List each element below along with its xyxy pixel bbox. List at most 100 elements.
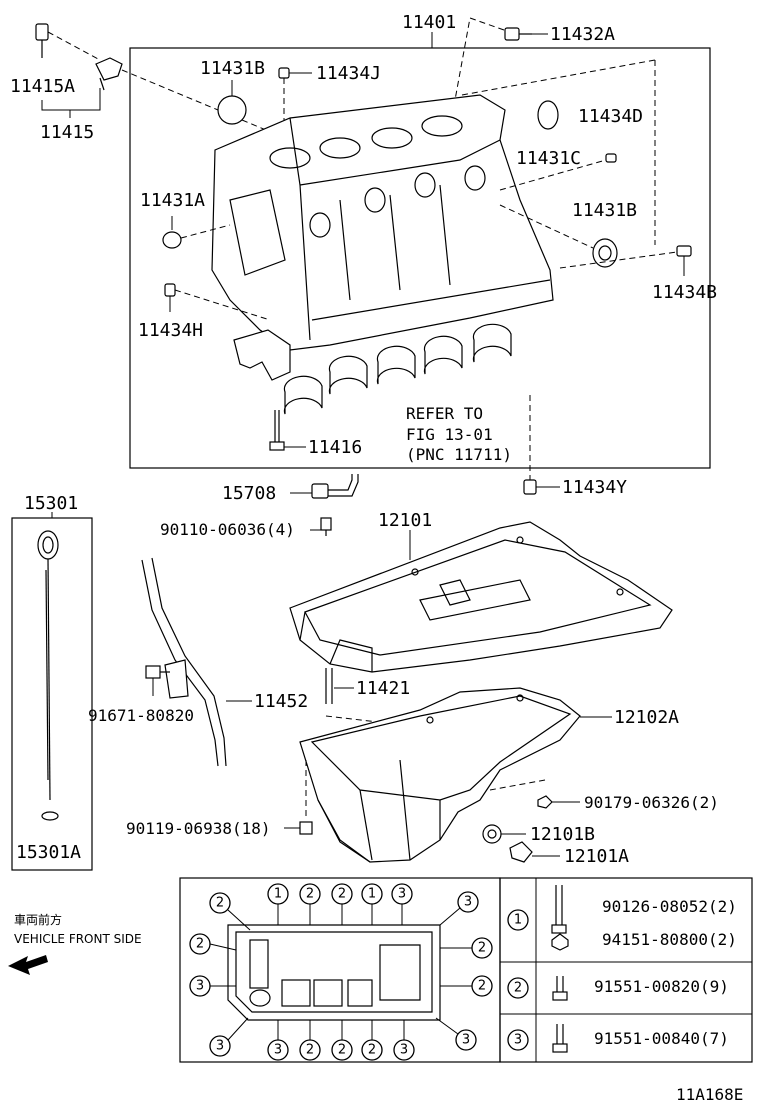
bolt-11416	[269, 410, 285, 451]
label-91671: 91671-80820	[88, 706, 194, 725]
svg-text:2: 2	[216, 896, 224, 911]
label-11431A: 11431A	[140, 190, 205, 211]
bolt-legend-table	[499, 877, 753, 1063]
svg-text:2: 2	[306, 887, 314, 902]
pin-11434H	[164, 283, 176, 297]
svg-text:2: 2	[514, 981, 522, 996]
svg-text:2: 2	[338, 1043, 346, 1058]
label-11431B-right: 11431B	[572, 200, 637, 221]
label-11434D: 11434D	[578, 106, 643, 127]
legend-key-1	[507, 909, 529, 931]
svg-text:3: 3	[196, 979, 204, 994]
gasket-12101B	[482, 824, 502, 844]
svg-text:3: 3	[216, 1039, 224, 1054]
refer-line-3: (PNC 11711)	[406, 445, 512, 464]
pin-11434B	[676, 245, 692, 257]
refer-line-2: FIG 13-01	[406, 425, 493, 444]
legend-bolt-medium-icon	[552, 1024, 568, 1053]
legend-key-2	[507, 977, 529, 999]
o-ring-15301A	[41, 811, 59, 821]
label-11434H: 11434H	[138, 320, 203, 341]
stud-11421	[325, 668, 333, 704]
svg-text:1: 1	[274, 887, 282, 902]
legend-bolt-long-icon	[551, 885, 567, 934]
legend-part-94151: 94151-80800(2)	[602, 930, 737, 949]
drain-plug-12101A	[509, 841, 533, 863]
label-12101B: 12101B	[530, 824, 595, 845]
refer-line-1: REFER TO	[406, 404, 483, 423]
oil-pan-upper-12101	[289, 521, 673, 673]
label-12101: 12101	[378, 510, 432, 531]
svg-text:2: 2	[306, 1043, 314, 1058]
label-11434J: 11434J	[316, 63, 381, 84]
label-90110: 90110-06036(4)	[160, 520, 295, 539]
plug-11431C	[537, 100, 559, 130]
pin-11434J	[278, 67, 290, 79]
label-11452: 11452	[254, 691, 308, 712]
vehicle-front-en: VEHICLE FRONT SIDE	[14, 932, 142, 946]
label-15708: 15708	[222, 483, 276, 504]
svg-text:3: 3	[274, 1043, 282, 1058]
label-90179: 90179-06326(2)	[584, 793, 719, 812]
bearing-cap	[233, 329, 291, 381]
svg-text:3: 3	[400, 1043, 408, 1058]
label-11421: 11421	[356, 678, 410, 699]
plug-11432A	[454, 17, 532, 101]
label-90119: 90119-06938(18)	[126, 819, 271, 838]
bracket-11415	[95, 57, 123, 91]
label-12102A: 12102A	[614, 707, 679, 728]
pin-11434Y	[523, 479, 537, 495]
pin-11434D	[605, 153, 617, 163]
svg-text:3: 3	[462, 1033, 470, 1048]
svg-text:2: 2	[478, 941, 486, 956]
svg-text:1: 1	[368, 887, 376, 902]
legend-bolt-short-icon	[552, 976, 568, 1001]
label-11431C: 11431C	[516, 148, 581, 169]
plug-11431B-top	[217, 95, 247, 125]
svg-text:3: 3	[464, 895, 472, 910]
svg-text:2: 2	[196, 937, 204, 952]
legend-key-3	[507, 1029, 529, 1051]
cylinder-block	[211, 94, 554, 351]
svg-text:2: 2	[338, 887, 346, 902]
bolt-90110	[320, 517, 332, 536]
pan-outline-plan	[227, 924, 441, 1021]
label-11415A: 11415A	[10, 76, 75, 97]
svg-text:2: 2	[368, 1043, 376, 1058]
legend-part-90126: 90126-08052(2)	[602, 897, 737, 916]
oil-jet-15708	[311, 474, 359, 499]
guide-tube-11452	[141, 557, 227, 767]
plug-11431A	[162, 231, 182, 249]
oil-pan-lower-12102A	[299, 687, 581, 863]
front-arrow-icon	[8, 955, 48, 975]
label-11416: 11416	[308, 437, 362, 458]
svg-text:1: 1	[514, 913, 522, 928]
block-group-frame	[129, 47, 711, 469]
bolt-90119	[299, 821, 313, 835]
legend-part-91551-00840: 91551-00840(7)	[594, 1029, 729, 1048]
callout-leaders	[209, 904, 472, 1041]
label-11431B-top: 11431B	[200, 58, 265, 79]
label-11415: 11415	[40, 122, 94, 143]
label-12101A: 12101A	[564, 846, 629, 867]
plug-11431B-right	[592, 238, 618, 268]
label-11434B: 11434B	[652, 282, 717, 303]
legend-nut-icon	[551, 933, 569, 951]
label-11401: 11401	[402, 12, 456, 33]
svg-text:3: 3	[398, 887, 406, 902]
label-11434Y: 11434Y	[562, 477, 627, 498]
legend-part-91551-00820: 91551-00820(9)	[594, 977, 729, 996]
vehicle-front-jp: 車両前方	[14, 912, 62, 927]
pan-callout-circles: 2 1 2 2 1 3 3 2 3 3 2 2 3 3 2 2 2 3	[189, 883, 493, 1061]
dipstick-15301	[37, 530, 59, 801]
label-15301A: 15301A	[16, 842, 81, 863]
svg-text:2: 2	[478, 979, 486, 994]
figure-id: 11A168E	[676, 1085, 743, 1104]
label-15301: 15301	[24, 493, 78, 514]
label-11432A: 11432A	[550, 24, 615, 45]
bearing-shells	[283, 323, 512, 415]
svg-text:3: 3	[514, 1033, 522, 1048]
nut-90179	[537, 795, 553, 809]
